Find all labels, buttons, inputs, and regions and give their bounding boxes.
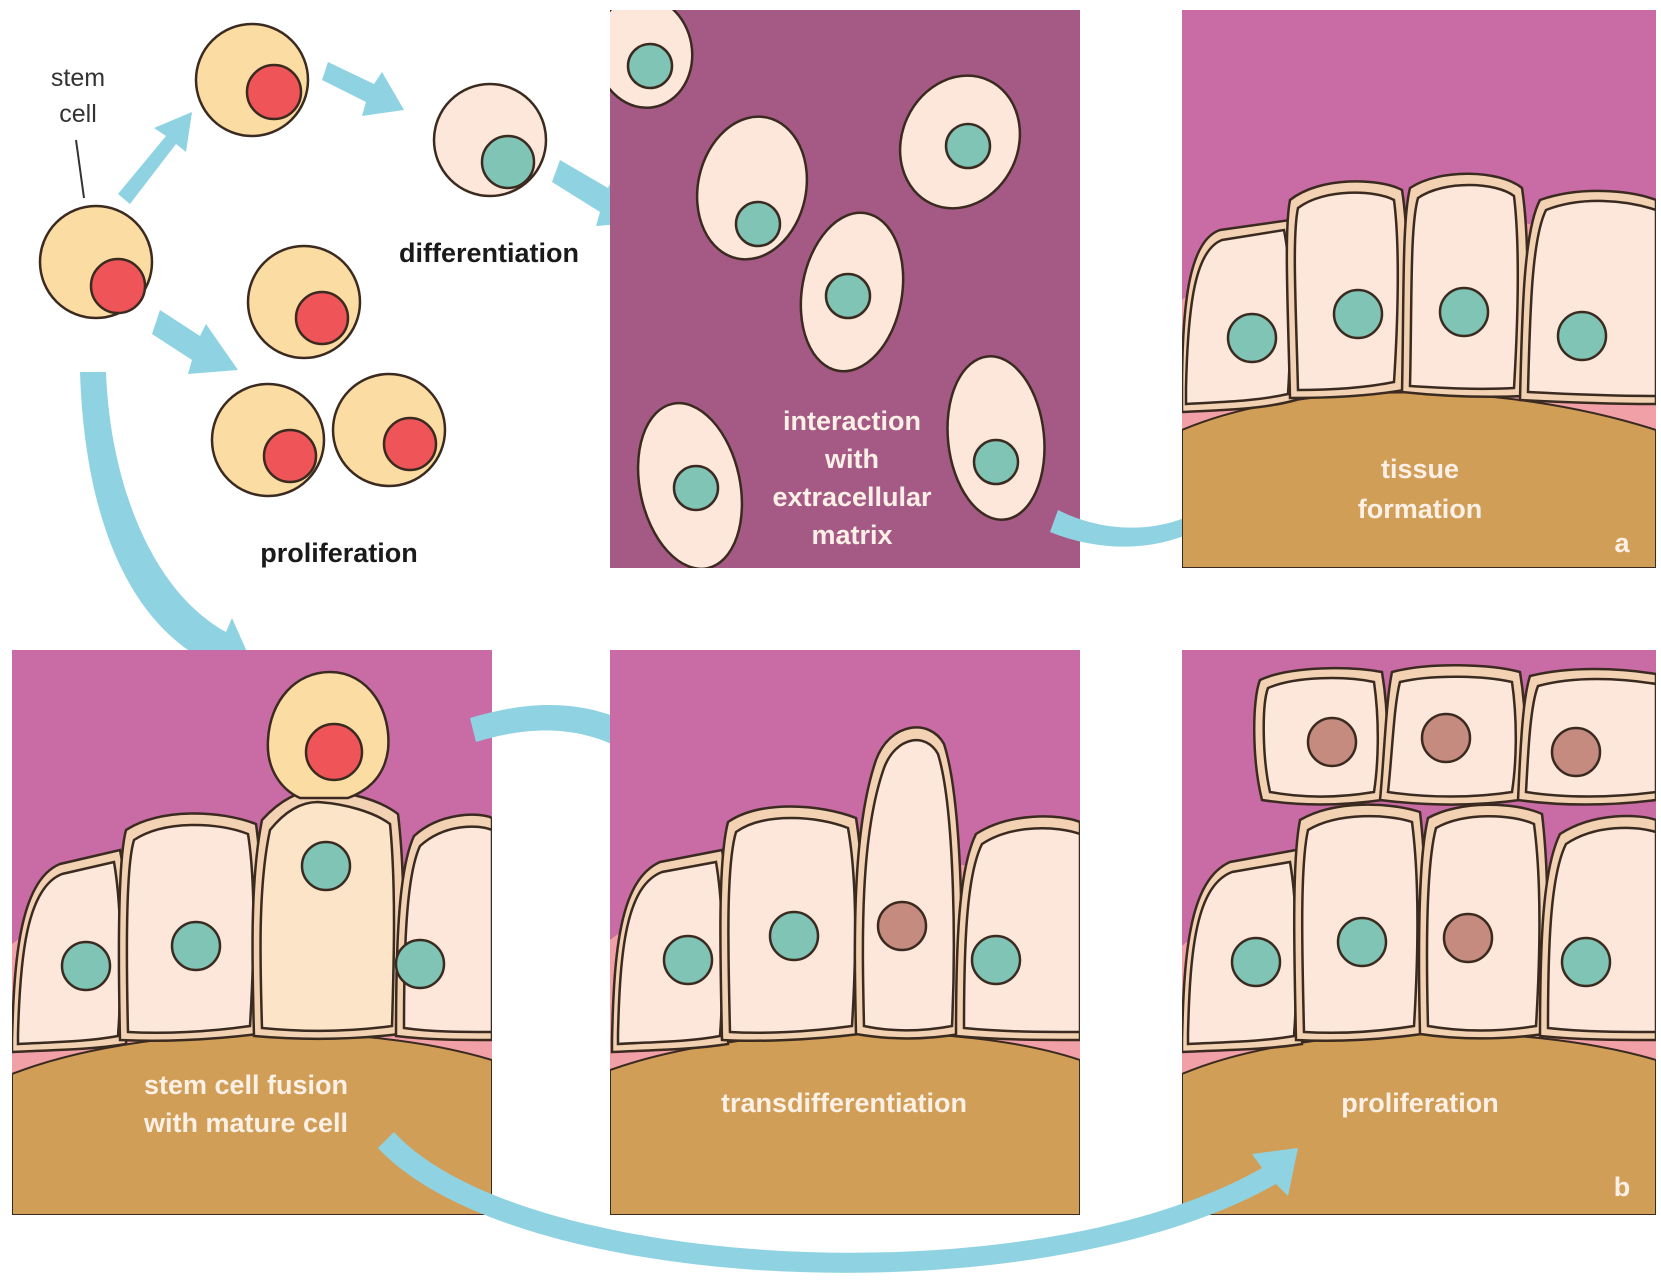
- fusing-stem-cell: [268, 672, 389, 798]
- fusion-panel: stem cell fusion with mature cell: [12, 650, 492, 1215]
- proliferated-cell-1-nucleus: [296, 292, 348, 344]
- proliferation-panel: proliferation b: [1182, 650, 1656, 1215]
- proliferation-upper-cells: [1254, 665, 1656, 804]
- tissue-label-line2: formation: [1358, 494, 1483, 524]
- stem-cell-label-line1: stem: [51, 64, 105, 92]
- proliferation-label-bottom: proliferation: [1341, 1088, 1499, 1118]
- proliferation-label-top: proliferation: [260, 538, 418, 568]
- ecm-label-line2: with: [824, 444, 879, 474]
- transdifferentiation-label: transdifferentiation: [721, 1088, 967, 1118]
- transdifferentiation-panel: transdifferentiation: [610, 650, 1080, 1215]
- arrow-to-proliferation: [152, 310, 238, 374]
- differentiating-cell-nucleus: [482, 136, 534, 188]
- proliferated-cell-3-nucleus: [384, 418, 436, 470]
- ecm-label-line3: extracellular: [772, 482, 932, 512]
- stem-cell-pointer-line: [76, 140, 84, 198]
- stem-cell-nucleus: [91, 259, 145, 313]
- panel-a-label: a: [1614, 528, 1630, 558]
- proliferated-cell-2-nucleus: [264, 430, 316, 482]
- stem-cell-label-line2: cell: [59, 100, 97, 128]
- arrow-to-renewal: [118, 112, 192, 204]
- tissue-formation-panel: tissue formation a: [1182, 10, 1656, 568]
- transdifferentiation-base-layer: [610, 1033, 1080, 1215]
- ecm-label-line4: matrix: [811, 520, 892, 550]
- arrow-to-differentiation: [322, 62, 404, 116]
- proliferation-group: proliferation: [212, 246, 445, 568]
- ecm-panel: interaction with extracellular matrix: [587, 0, 1080, 579]
- fusion-label-line2: with mature cell: [143, 1108, 348, 1138]
- differentiating-cell-group: differentiation: [399, 84, 579, 268]
- renewed-stem-cell-nucleus: [247, 65, 301, 119]
- panel-b-label: b: [1614, 1172, 1631, 1202]
- differentiation-label: differentiation: [399, 238, 579, 268]
- tissue-label-line1: tissue: [1381, 454, 1459, 484]
- self-renewal-cell: [196, 24, 308, 136]
- ecm-label-line1: interaction: [783, 406, 921, 436]
- fusion-label-line1: stem cell fusion: [144, 1070, 348, 1100]
